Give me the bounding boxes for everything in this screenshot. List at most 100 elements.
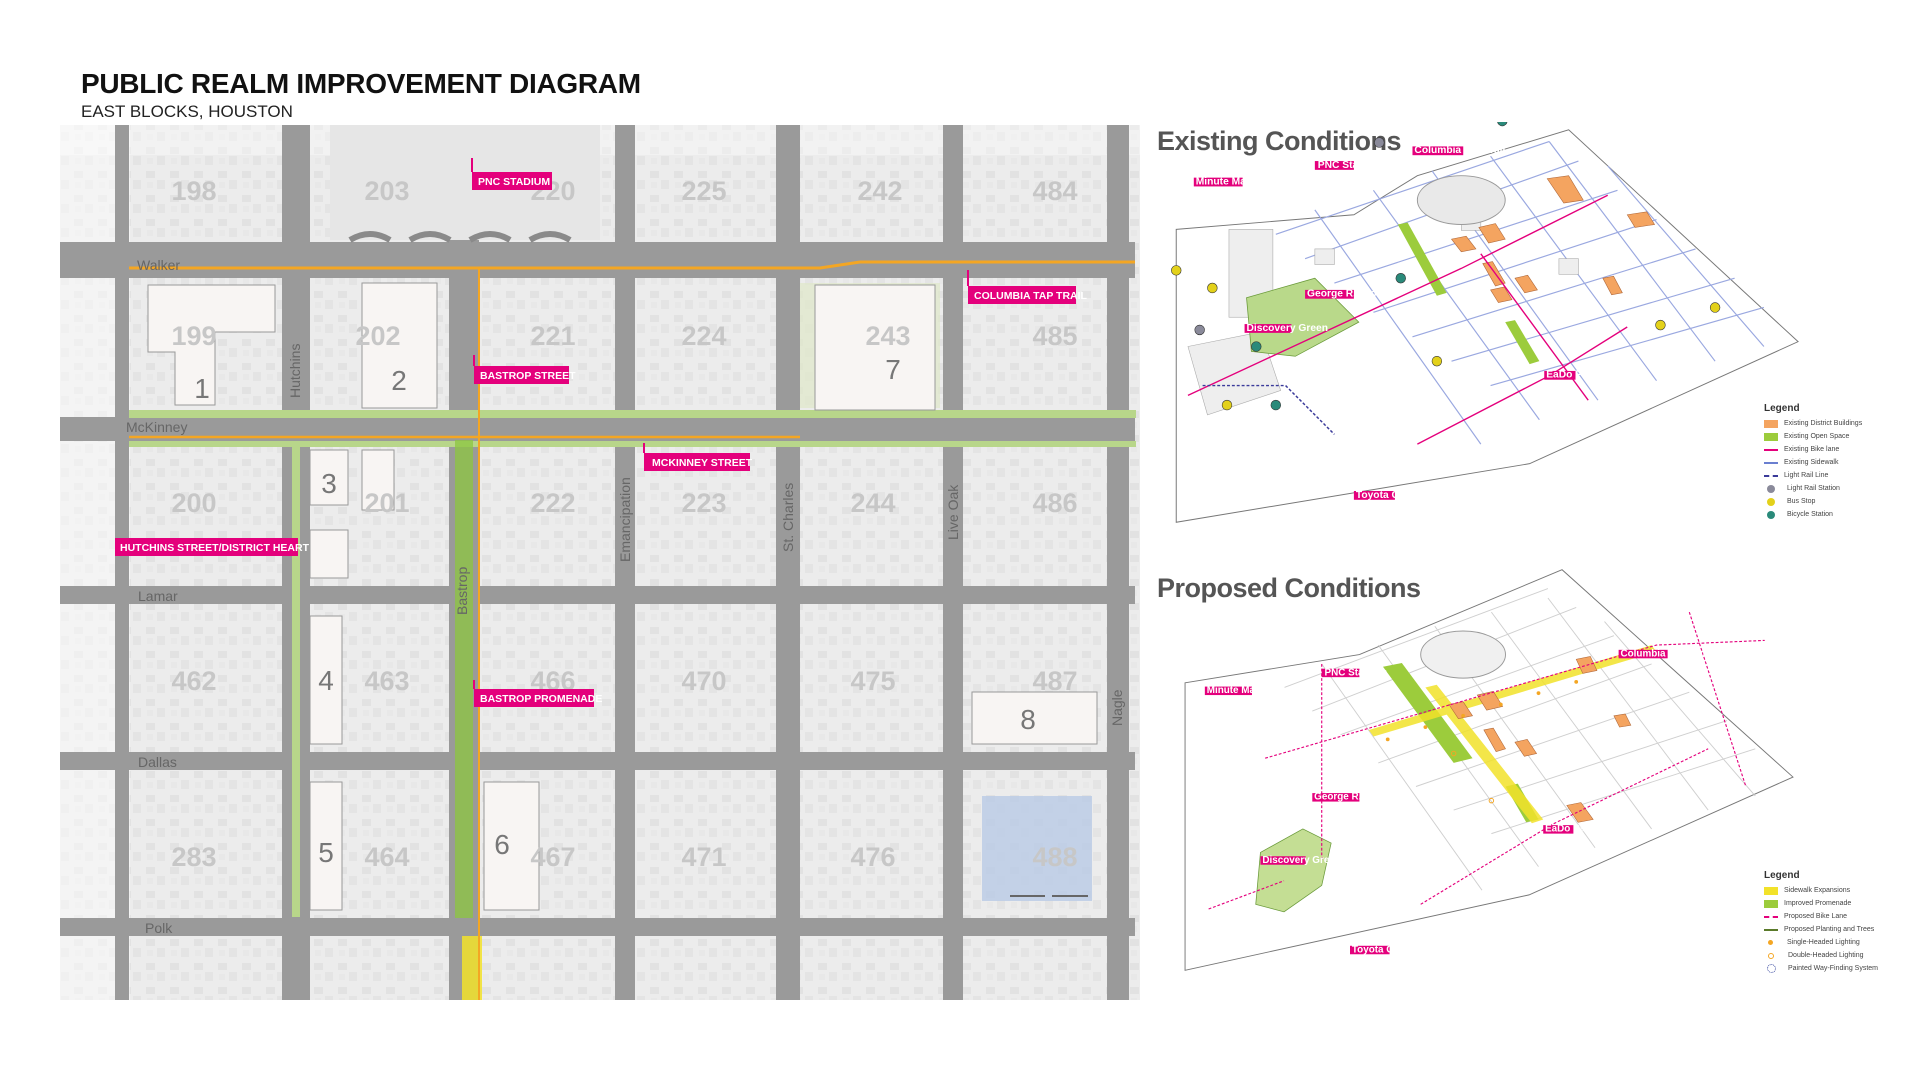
callout-pnc-stadium: PNC STADIUM — [471, 158, 552, 190]
block-467: 467 — [530, 842, 575, 872]
block-244: 244 — [850, 488, 895, 518]
rail-station-icon — [1767, 484, 1775, 493]
legend-label: Improved Promenade — [1784, 900, 1852, 907]
proposed-legend-item: Improved Promenade — [1764, 897, 1878, 910]
block-203: 203 — [364, 176, 409, 206]
proposed-district-buildings — [1448, 656, 1632, 823]
callout-mckinney-street: MCKINNEY STREET — [643, 443, 753, 471]
parcel-7: 7 — [885, 354, 901, 385]
diagram-subtitle: EAST BLOCKS, HOUSTON — [81, 102, 293, 121]
parcel-3: 3 — [321, 468, 337, 499]
svg-text:George R. Brown: George R. Brown — [1314, 792, 1395, 803]
block-488-building — [982, 796, 1092, 901]
svg-text:MCKINNEY STREET: MCKINNEY STREET — [652, 457, 753, 469]
existing-legend-item: Bus Stop — [1764, 495, 1862, 508]
proposed-lighting — [1385, 679, 1579, 804]
legend-label: Painted Way-Finding System — [1788, 965, 1878, 972]
street-hutchins: Hutchins — [287, 344, 303, 398]
nagle-road — [1107, 125, 1129, 1000]
existing-legend-item: Light Rail Station — [1764, 482, 1862, 495]
svg-text:Discovery Green: Discovery Green — [1262, 855, 1341, 866]
callout-bastrop-promenade: BASTROP PROMENADE — [473, 680, 602, 707]
block-487: 487 — [1032, 666, 1077, 696]
block-198: 198 — [171, 176, 216, 206]
parcel-6-shape — [483, 781, 540, 911]
legend-label: Double-Headed Lighting — [1788, 952, 1864, 959]
callout-columbia-tap-trail: COLUMBIA TAP TRAIL — [967, 270, 1088, 304]
bike-lane-arrow-icon — [1764, 915, 1778, 918]
bus-stop-icon — [1767, 497, 1775, 506]
parcel-8: 8 — [1020, 704, 1036, 735]
proposed-legend-item: Double-Headed Lighting — [1764, 949, 1878, 962]
street-st-charles: St. Charles — [780, 483, 796, 552]
existing-legend-item: Existing District Buildings — [1764, 417, 1862, 430]
existing-legend-item: Existing Sidewalk — [1764, 456, 1862, 469]
existing-legend: Legend Existing District Buildings Exist… — [1764, 403, 1862, 521]
block-199: 199 — [171, 321, 216, 351]
svg-text:Discovery Green: Discovery Green — [1247, 323, 1328, 334]
block-485: 485 — [1032, 321, 1077, 351]
block-221: 221 — [530, 321, 575, 351]
svg-text:Toyota Center: Toyota Center — [1356, 490, 1424, 501]
parcel-4-shape — [309, 615, 343, 745]
dallas-road — [60, 752, 1135, 770]
svg-text:Minute Maid Park: Minute Maid Park — [1207, 685, 1289, 696]
parcel-7-shape — [814, 284, 936, 411]
legend-swatch — [1764, 474, 1778, 477]
parcel-5: 5 — [318, 837, 334, 868]
st-charles-road — [776, 125, 800, 1000]
columbia-tap-trail-path — [129, 260, 1135, 1000]
diagram-title: PUBLIC REALM IMPROVEMENT DIAGRAM — [81, 68, 641, 99]
street-polk: Polk — [145, 920, 173, 936]
svg-text:Columbia Tap Trail: Columbia Tap Trail — [1621, 648, 1709, 659]
svg-text:HUTCHINS STREET/DISTRICT HEART: HUTCHINS STREET/DISTRICT HEART — [120, 542, 310, 554]
callout-bastrop-street: BASTROP STREET — [473, 355, 576, 384]
block-488: 488 — [1032, 842, 1077, 872]
live-oak-road — [943, 125, 963, 1000]
existing-legend-item: Existing Bike lane — [1764, 443, 1862, 456]
parcel-1-shape — [147, 284, 276, 406]
street-emancipation: Emancipation — [617, 477, 633, 562]
parcel-8-shape — [971, 691, 1098, 745]
existing-legend-title: Legend — [1764, 403, 1800, 414]
legend-swatch — [1764, 928, 1778, 931]
lamar-road — [60, 586, 1135, 604]
proposed-base — [1184, 569, 1794, 971]
proposed-conditions-axon: PNC Stadium Columbia Tap Trail Minute Ma… — [1184, 569, 1794, 971]
proposed-discovery-green — [1255, 828, 1332, 913]
svg-text:PNC Stadium: PNC Stadium — [1325, 667, 1388, 678]
legend-swatch — [1764, 461, 1778, 464]
legend-label: Existing Bike lane — [1784, 446, 1840, 453]
block-222: 222 — [530, 488, 575, 518]
legend-label: Light Rail Station — [1787, 485, 1840, 492]
existing-base — [1175, 129, 1799, 523]
legend-label: Existing District Buildings — [1784, 420, 1863, 427]
block-476: 476 — [850, 842, 895, 872]
svg-text:PNC Stadium: PNC Stadium — [1318, 160, 1383, 171]
block-243: 243 — [865, 321, 910, 351]
parcel-2-shape — [361, 282, 438, 409]
block-225: 225 — [681, 176, 726, 206]
block-202: 202 — [355, 321, 400, 351]
existing-legend-item: Light Rail Line — [1764, 469, 1862, 482]
legend-swatch — [1764, 886, 1778, 895]
street-mckinney: McKinney — [126, 419, 187, 435]
parcel-3b-shape — [309, 529, 349, 579]
block-471: 471 — [681, 842, 726, 872]
existing-conditions-axon: PNC Stadium Columbia Tap Trail Minute Ma… — [1171, 122, 1799, 523]
block-484: 484 — [1032, 176, 1077, 206]
site-plan-map: 198 203 220 225 242 484 199 202 221 224 … — [60, 125, 1140, 1000]
double-light-icon — [1768, 952, 1774, 959]
single-light-icon — [1768, 940, 1773, 945]
block-200: 200 — [171, 488, 216, 518]
proposed-legend-item: Painted Way-Finding System — [1764, 962, 1878, 975]
parcel-2: 2 — [391, 365, 407, 396]
legend-swatch — [1764, 432, 1778, 441]
street-names: Walker McKinney Lamar Dallas Polk Hutchi… — [126, 257, 1125, 936]
street-nagle: Nagle — [1109, 689, 1125, 726]
block-486: 486 — [1032, 488, 1077, 518]
existing-transit-pins — [1171, 122, 1721, 411]
proposed-legend-item: Proposed Planting and Trees — [1764, 923, 1878, 936]
street-lamar: Lamar — [138, 588, 178, 604]
callout-hutchins-heart: HUTCHINS STREET/DISTRICT HEART — [115, 538, 310, 556]
